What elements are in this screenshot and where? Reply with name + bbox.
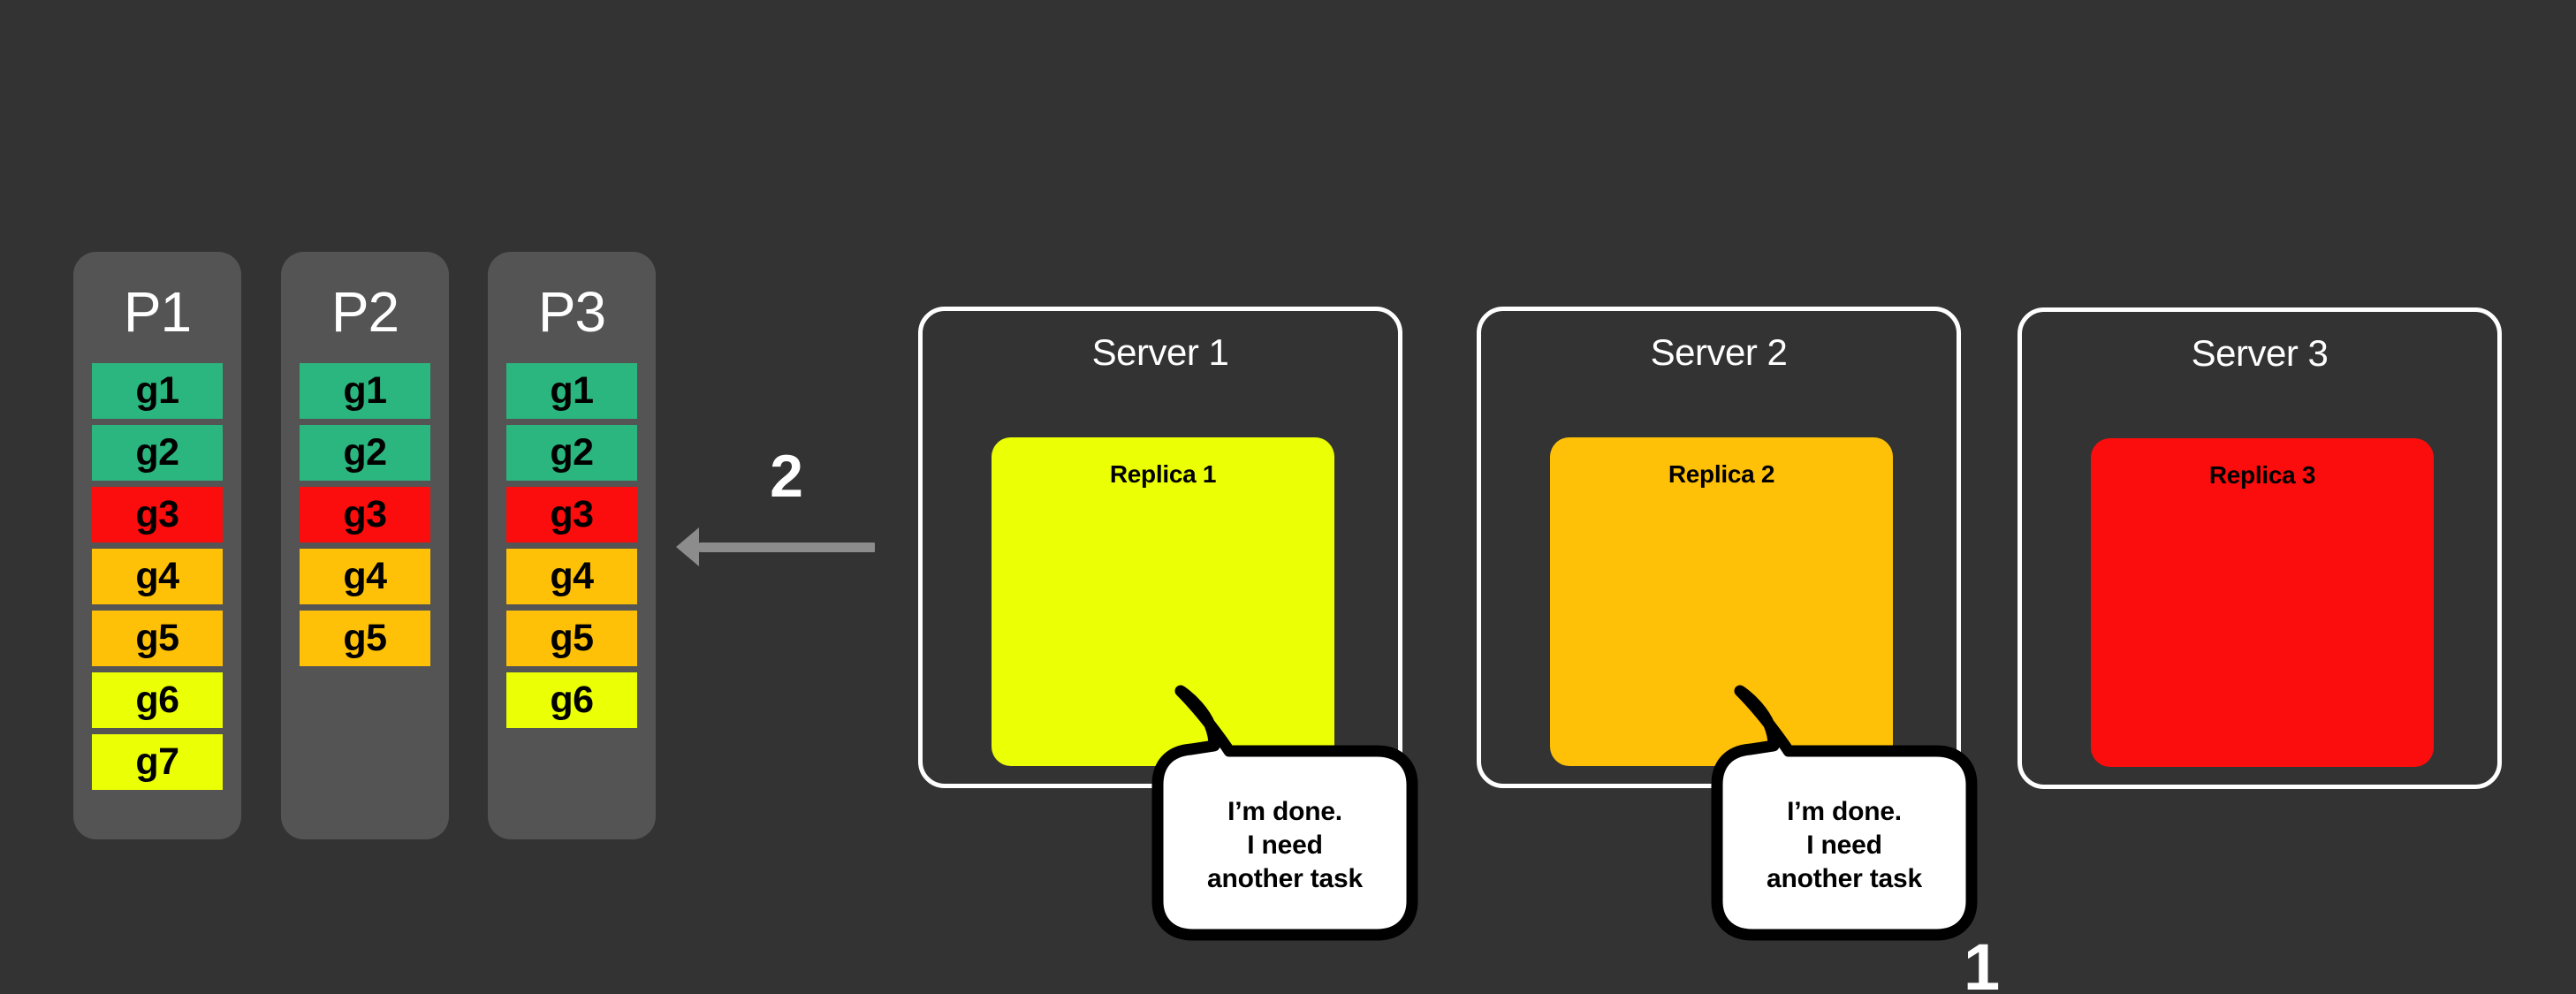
step-label-1: 1 xyxy=(1964,930,2001,994)
replica-label: Replica 3 xyxy=(2208,461,2316,489)
task-tile: g1 xyxy=(506,363,637,419)
task-tile: g6 xyxy=(506,672,637,728)
server-title: Server 3 xyxy=(2191,332,2329,374)
speech-bubble-line-1: I’m done. xyxy=(1787,797,1902,826)
replica-box: Replica 3 xyxy=(2091,438,2434,767)
speech-bubble-1: I’m done. I need another task xyxy=(1112,680,1418,941)
speech-bubble-shape xyxy=(1711,685,1978,941)
partition-tile-stack: g1 g2 g3 g4 g5 xyxy=(281,363,449,666)
replica-label: Replica 1 xyxy=(1109,460,1217,488)
replica-box: Replica 1 xyxy=(992,437,1334,766)
task-tile: g3 xyxy=(300,487,430,543)
partition-tile-stack: g1 g2 g3 g4 g5 g6 xyxy=(488,363,656,728)
task-tile: g5 xyxy=(92,611,223,666)
speech-bubble-line-1: I’m done. xyxy=(1227,797,1342,826)
task-tile: g1 xyxy=(92,363,223,419)
partition-p3: P3 g1 g2 g3 g4 g5 g6 xyxy=(488,252,656,839)
task-tile: g7 xyxy=(92,734,223,790)
task-tile: g2 xyxy=(92,425,223,481)
replica-label: Replica 2 xyxy=(1668,460,1775,488)
step-label-2: 2 xyxy=(770,443,803,510)
partition-title: P3 xyxy=(537,280,606,344)
speech-bubble-shape xyxy=(1151,685,1418,941)
assign-task-arrow xyxy=(676,526,875,570)
task-tile: g4 xyxy=(92,549,223,604)
server-box-3: Server 3 Replica 3 xyxy=(2017,307,2502,789)
partition-title: P1 xyxy=(123,280,192,344)
task-tile: g4 xyxy=(506,549,637,604)
speech-bubble-line-2: I need xyxy=(1247,831,1323,860)
partition-tile-stack: g1 g2 g3 g4 g5 g6 g7 xyxy=(73,363,241,790)
arrow-line xyxy=(699,543,875,552)
arrow-head-left-icon xyxy=(676,527,699,566)
server-title: Server 1 xyxy=(1091,331,1229,373)
task-tile: g6 xyxy=(92,672,223,728)
server-title: Server 2 xyxy=(1650,331,1788,373)
task-tile: g2 xyxy=(506,425,637,481)
speech-bubble-line-3: another task xyxy=(1207,864,1363,893)
task-tile: g3 xyxy=(506,487,637,543)
server-box-1: Server 1 Replica 1 xyxy=(918,307,1402,788)
task-tile: g5 xyxy=(506,611,637,666)
partition-p1: P1 g1 g2 g3 g4 g5 g6 g7 xyxy=(73,252,241,839)
task-tile: g4 xyxy=(300,549,430,604)
partition-p2: P2 g1 g2 g3 g4 g5 xyxy=(281,252,449,839)
speech-bubble-line-2: I need xyxy=(1806,831,1882,860)
speech-bubble-2: I’m done. I need another task xyxy=(1671,680,1978,941)
speech-bubble-line-3: another task xyxy=(1767,864,1922,893)
partition-title: P2 xyxy=(331,280,399,344)
server-box-2: Server 2 Replica 2 xyxy=(1477,307,1961,788)
task-tile: g1 xyxy=(300,363,430,419)
task-tile: g3 xyxy=(92,487,223,543)
replica-box: Replica 2 xyxy=(1550,437,1893,766)
task-tile: g2 xyxy=(300,425,430,481)
task-tile: g5 xyxy=(300,611,430,666)
